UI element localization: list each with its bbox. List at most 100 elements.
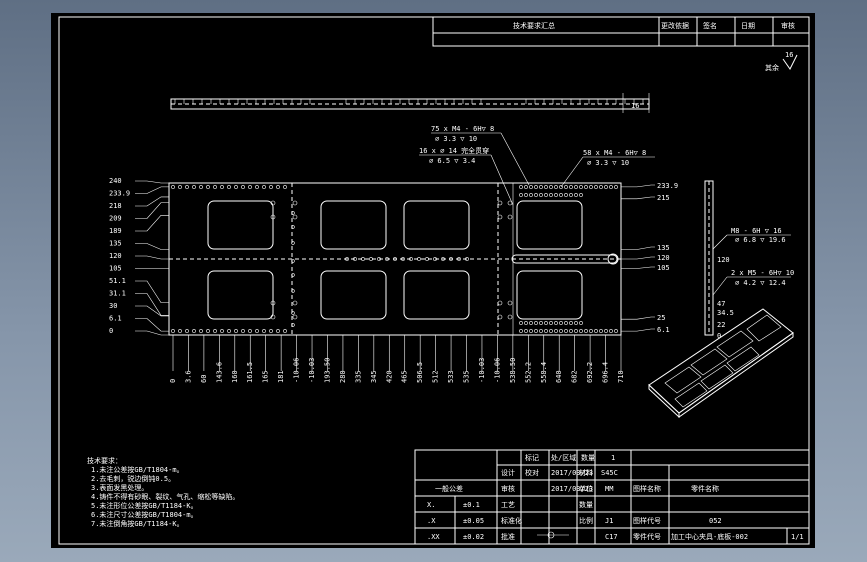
hole bbox=[524, 185, 528, 189]
x-dim-label: 181 bbox=[277, 335, 285, 383]
title-block: 标记 处/区域 数量 1 设计 审核 工艺 标准化 批准 校对 2017/03/… bbox=[414, 449, 810, 545]
hole bbox=[519, 321, 523, 325]
x-dim-label: 161.5 bbox=[246, 335, 254, 383]
hole bbox=[549, 329, 553, 333]
svg-text:4.铸件不得有砂眼、裂纹、气孔、缩松等缺陷。: 4.铸件不得有砂眼、裂纹、气孔、缩松等缺陷。 bbox=[91, 492, 239, 501]
strip-col-5: 审核 bbox=[781, 21, 795, 30]
hole bbox=[185, 329, 189, 333]
svg-text:420: 420 bbox=[385, 370, 393, 383]
svg-text:5.未注形位公差按GB/T1184-K。: 5.未注形位公差按GB/T1184-K。 bbox=[91, 501, 198, 510]
hole bbox=[539, 193, 543, 197]
svg-text:审核: 审核 bbox=[501, 484, 515, 493]
hole bbox=[465, 257, 469, 261]
main-view bbox=[168, 182, 622, 336]
side-dim-label: 0 bbox=[717, 332, 721, 340]
hole bbox=[220, 185, 224, 189]
svg-text:设计: 设计 bbox=[501, 468, 515, 477]
hole bbox=[534, 321, 538, 325]
y-dim-label: 135 bbox=[109, 240, 122, 248]
hole bbox=[529, 329, 533, 333]
hole bbox=[594, 185, 598, 189]
material-value: S45C bbox=[601, 469, 618, 477]
svg-text:682: 682 bbox=[571, 370, 579, 383]
hole bbox=[559, 185, 563, 189]
svg-text:J1: J1 bbox=[605, 517, 613, 525]
callout-e1: 2 x M5 - 6H▽ 10 bbox=[731, 269, 794, 277]
pocket bbox=[403, 270, 470, 320]
svg-text:2017/03/23: 2017/03/23 bbox=[551, 485, 593, 493]
hole bbox=[171, 185, 175, 189]
hole bbox=[262, 185, 266, 189]
svg-text:零件名称: 零件名称 bbox=[691, 484, 719, 493]
hole bbox=[569, 321, 573, 325]
hole bbox=[241, 329, 245, 333]
x-dim-label: 420 bbox=[385, 335, 393, 383]
side-dim-label: 47 bbox=[717, 300, 725, 308]
pocket bbox=[516, 270, 583, 320]
svg-text:材料: 材料 bbox=[579, 468, 593, 477]
svg-text:552.2: 552.2 bbox=[524, 362, 532, 383]
svg-text:710: 710 bbox=[617, 370, 625, 383]
svg-text:±0.02: ±0.02 bbox=[463, 533, 484, 541]
y-dim-label: 105 bbox=[657, 264, 670, 272]
svg-text:640: 640 bbox=[555, 370, 563, 383]
svg-text:C17: C17 bbox=[605, 533, 618, 541]
hole bbox=[564, 329, 568, 333]
y-dim-label: 215 bbox=[657, 194, 670, 202]
x-dim-label: 165 bbox=[262, 335, 270, 383]
y-dim-label: 209 bbox=[109, 215, 122, 223]
hole bbox=[574, 185, 578, 189]
callout-a2: ⌀ 3.3 ▽ 10 bbox=[435, 135, 477, 143]
svg-text:60: 60 bbox=[200, 375, 208, 383]
y-dim-label: 120 bbox=[109, 252, 122, 260]
hole bbox=[574, 321, 578, 325]
x-dim-label: 465 bbox=[401, 335, 409, 383]
callout-e2: ⌀ 4.2 ▽ 12.4 bbox=[735, 279, 786, 287]
svg-text:345: 345 bbox=[370, 370, 378, 383]
hole bbox=[544, 321, 548, 325]
hole bbox=[241, 185, 245, 189]
y-dim-label: 51.1 bbox=[109, 277, 126, 285]
side-dim-label: 22 bbox=[717, 321, 725, 329]
callout-b2: ⌀ 6.5 ▽ 3.4 bbox=[429, 157, 475, 165]
svg-text:MM: MM bbox=[605, 485, 613, 493]
y-dim-label: 6.1 bbox=[657, 326, 670, 334]
y-dim-label: 233.9 bbox=[109, 190, 130, 198]
hole bbox=[609, 329, 613, 333]
hole bbox=[377, 257, 381, 261]
svg-text:181: 181 bbox=[277, 370, 285, 383]
svg-text:280: 280 bbox=[339, 370, 347, 383]
hole bbox=[529, 321, 533, 325]
hole bbox=[554, 329, 558, 333]
roughness-symbol: 其余 16 bbox=[765, 51, 798, 72]
x-dim-label: 696.4 bbox=[602, 335, 610, 383]
svg-text:技术要求：: 技术要求： bbox=[87, 456, 122, 465]
y-dim-label: 135 bbox=[657, 244, 670, 252]
hole bbox=[292, 200, 298, 206]
hole bbox=[178, 185, 182, 189]
hole bbox=[234, 329, 238, 333]
callout-d1: M8 - 6H ▽ 16 bbox=[731, 227, 782, 235]
strip-col-4: 日期 bbox=[741, 22, 755, 30]
hole bbox=[559, 193, 563, 197]
hole bbox=[539, 321, 543, 325]
hole bbox=[417, 257, 421, 261]
hole bbox=[599, 329, 603, 333]
pocket bbox=[207, 270, 274, 320]
x-dim-label: 535 bbox=[463, 335, 471, 383]
hole bbox=[529, 185, 533, 189]
hole bbox=[594, 329, 598, 333]
svg-text:0: 0 bbox=[169, 379, 177, 383]
svg-text:6.未注尺寸公差按GB/T1804-m。: 6.未注尺寸公差按GB/T1804-m。 bbox=[91, 510, 198, 519]
x-dim-label: 3.6 bbox=[184, 335, 192, 383]
hole bbox=[497, 300, 503, 306]
svg-text:1.未注公差按GB/T1804-m。: 1.未注公差按GB/T1804-m。 bbox=[91, 465, 184, 474]
hole bbox=[507, 300, 513, 306]
svg-text:3.6: 3.6 bbox=[184, 370, 192, 383]
hole bbox=[270, 214, 276, 220]
y-dim-label: 120 bbox=[657, 254, 670, 262]
svg-text:558.4: 558.4 bbox=[540, 362, 548, 383]
strip-col-3: 签名 bbox=[703, 21, 717, 30]
y-dim-label: 6.1 bbox=[109, 315, 122, 323]
